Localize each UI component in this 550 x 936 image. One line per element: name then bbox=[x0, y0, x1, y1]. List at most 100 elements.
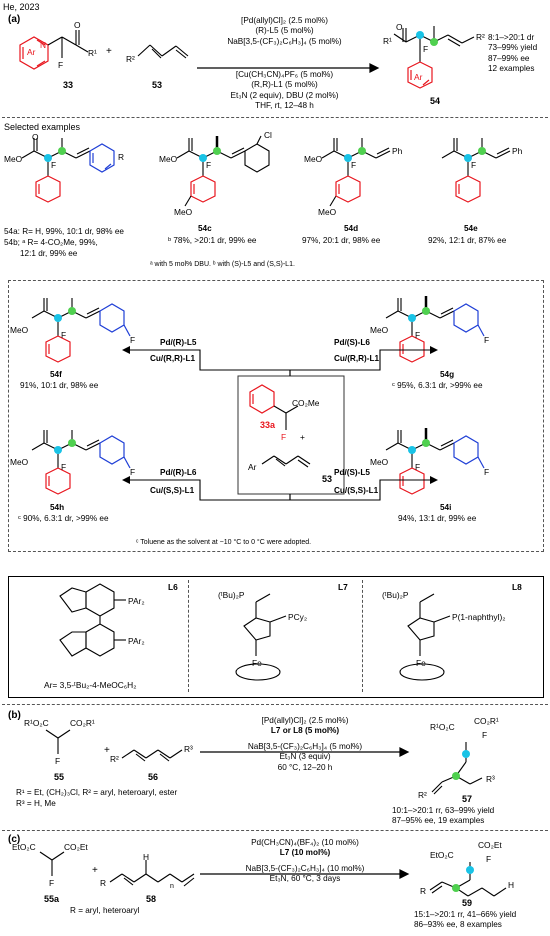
product-54g bbox=[385, 296, 485, 363]
product-54-ring bbox=[407, 61, 433, 89]
result-54f: 91%, 10:1 dr, 98% ee bbox=[20, 381, 99, 390]
b-rdef-2: R³ = H, Me bbox=[16, 799, 56, 808]
skeleton-54d bbox=[321, 138, 391, 207]
label-54i: 54i bbox=[440, 503, 452, 512]
cond-tr-2: Cu/(R,R)-L1 bbox=[334, 354, 380, 363]
l7-tbu: (ᵗBu)₂P bbox=[218, 590, 245, 600]
compound-58: 58 bbox=[146, 894, 157, 904]
atom-meo-54h: MeO bbox=[10, 457, 29, 467]
reactant-58 bbox=[109, 860, 195, 887]
ligand-sep-2 bbox=[362, 580, 363, 692]
ex-54c-2: ᵇ 78%, >20:1 dr, 99% ee bbox=[168, 236, 257, 245]
c-eto2c: EtO₂C bbox=[12, 842, 36, 852]
conditions-c-bottom: NaB[3,5-(CF₃)₂C₆H₃]₄ (10 mol%) Et₃N, 60 … bbox=[245, 864, 365, 884]
ex-54e-1: 54e bbox=[464, 224, 478, 233]
compound-55a: 55a bbox=[44, 894, 60, 904]
cond-tl-2: Cu/(R,R)-L1 bbox=[150, 354, 196, 363]
p-co2r1: CO₂R¹ bbox=[474, 716, 499, 726]
plus-c: + bbox=[92, 865, 98, 876]
p-r2: R² bbox=[418, 790, 427, 800]
c-co2et: CO₂Et bbox=[64, 842, 88, 852]
stereo-footnote: ᶜ Toluene as the solvent at −10 °C to 0 … bbox=[136, 539, 312, 546]
ex-54d-1: 54d bbox=[344, 224, 359, 233]
cond-tl-1: Pd/(R)-L5 bbox=[160, 338, 197, 347]
atom-f-54h: F bbox=[61, 462, 67, 472]
center-reactant-box bbox=[237, 375, 345, 495]
selected-title: Selected examples bbox=[4, 122, 81, 132]
atom-cl-54c: Cl bbox=[264, 130, 272, 140]
ligand-sep-1 bbox=[188, 580, 189, 692]
conditions-a-bottom: [Cu(CH₃CN)₄PF₆ (5 mol%) (R,R)-L1 (5 mol%… bbox=[230, 70, 339, 111]
results-a: 8:1–>20:1 dr 73–99% yield 87–99% ee 12 e… bbox=[488, 33, 538, 74]
skeleton-54e bbox=[441, 138, 511, 203]
atom-o-33: O bbox=[74, 20, 81, 30]
l6-structure bbox=[59, 583, 126, 657]
reactant-55a bbox=[39, 851, 65, 876]
atom-r2-53: R² bbox=[126, 54, 135, 64]
arrow-b bbox=[200, 747, 410, 757]
stereo-arrowheads bbox=[122, 346, 438, 484]
stereo-structures bbox=[31, 296, 485, 501]
selected-structures bbox=[21, 135, 511, 207]
divider-1 bbox=[2, 117, 548, 118]
product-54h bbox=[31, 430, 131, 495]
atom-o-54a: O bbox=[32, 132, 39, 142]
arrow-a bbox=[197, 63, 380, 73]
conditions-b-top: [Pd(allyl)Cl]₂ (2.5 mol%) L7 or L8 (5 mo… bbox=[261, 716, 349, 736]
ligand-box bbox=[8, 576, 544, 698]
center-53-diene bbox=[261, 455, 311, 468]
compound-59: 59 bbox=[462, 898, 473, 908]
compound-56: 56 bbox=[148, 772, 159, 782]
l7-pcy: PCy₂ bbox=[288, 612, 308, 622]
center-co2me: CO₂Me bbox=[292, 398, 320, 408]
b-r2: R² bbox=[110, 754, 119, 764]
product-57 bbox=[431, 742, 483, 795]
plus-b: + bbox=[104, 745, 110, 756]
p-c-f: F bbox=[486, 854, 492, 864]
compound-54: 54 bbox=[430, 96, 441, 106]
b-rdef-1: R¹ = Et, (CH₂)₃Cl, R² = aryl, heteroaryl… bbox=[16, 788, 178, 797]
reactant-53-diene bbox=[137, 44, 189, 59]
atom-f-54d: F bbox=[351, 160, 357, 170]
reactant-56 bbox=[121, 749, 183, 762]
l8-p: P(1-naphthyl)₂ bbox=[452, 612, 506, 622]
c-f: F bbox=[49, 878, 55, 888]
selected-footnote: ᵃ with 5 mol% DBU. ᵇ with (S)-L5 and (S,… bbox=[150, 261, 295, 268]
compound-57: 57 bbox=[462, 794, 473, 804]
atom-ar-54: Ar bbox=[414, 72, 423, 82]
cond-tr-1: Pd/(S)-L6 bbox=[334, 338, 370, 347]
atom-f-ar-54i: F bbox=[484, 467, 490, 477]
c-rdef: R = aryl, heteroaryl bbox=[70, 906, 140, 915]
ex-54e-2: 92%, 12:1 dr, 87% ee bbox=[428, 236, 507, 245]
p-c-r: R bbox=[420, 886, 427, 896]
reactant-33-chain bbox=[47, 30, 89, 58]
p-c-h: H bbox=[508, 880, 515, 890]
b-f: F bbox=[55, 756, 61, 766]
atom-f-33: F bbox=[58, 60, 64, 70]
scheme-a-structures bbox=[19, 26, 475, 89]
atom-f-54a: F bbox=[51, 160, 57, 170]
atom-n-33: N bbox=[40, 40, 47, 50]
atom-f-54i: F bbox=[415, 462, 421, 472]
label-54g: 54g bbox=[440, 370, 455, 379]
b-co2r1: CO₂R¹ bbox=[70, 718, 95, 728]
result-54g: ᶜ 95%, 6.3:1 dr, >99% ee bbox=[392, 381, 483, 390]
ex-54c-1: 54c bbox=[198, 224, 212, 233]
label-54f: 54f bbox=[50, 370, 62, 379]
cond-bl-1: Pd/(R)-L6 bbox=[160, 468, 197, 477]
atom-f-54: F bbox=[423, 44, 429, 54]
atom-o-54: O bbox=[396, 22, 403, 32]
conditions-b-bottom: NaB[3,5-(CF₃)₂C₆H₃]₄ (5 mol%) Et₃N (3 eq… bbox=[247, 742, 363, 772]
atom-meo-54f: MeO bbox=[10, 325, 29, 335]
atom-f-54c: F bbox=[206, 160, 212, 170]
section-c-label: (c) bbox=[8, 834, 21, 845]
conditions-c-top: Pd(CH₃CN)₄(BF₄)₂ (10 mol%) L7 (10 mol%) bbox=[251, 838, 359, 858]
result-54h: ᶜ 90%, 6.3:1 dr, >99% ee bbox=[18, 514, 109, 523]
scheme-b-structures bbox=[45, 729, 483, 795]
l8-fe: Fe bbox=[416, 658, 426, 668]
center-f: F bbox=[281, 432, 287, 442]
atom-f-ar-54f: F bbox=[130, 335, 136, 345]
atom-ph-54d: Ph bbox=[392, 146, 403, 156]
section-b-label: (b) bbox=[8, 710, 21, 721]
product-54-stereo-cyan bbox=[416, 31, 424, 39]
